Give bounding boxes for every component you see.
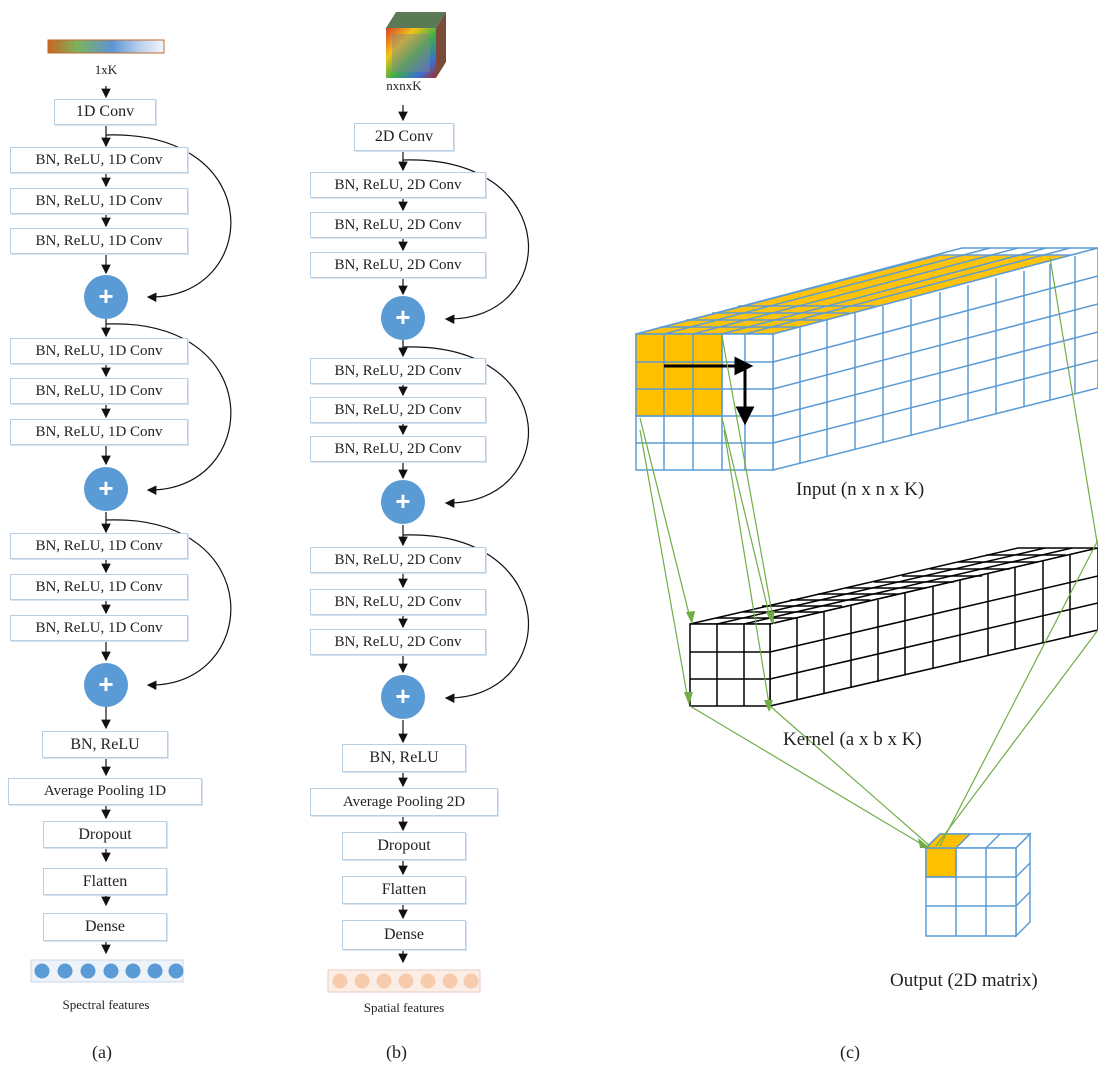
panel-c-label: (c) bbox=[840, 1042, 860, 1062]
conv-block-box: BN, ReLU, 1D Conv bbox=[10, 574, 188, 600]
slide-direction-arrows bbox=[664, 356, 755, 426]
spatial-features-label: Spatial features bbox=[363, 1000, 445, 1015]
input-cuboid bbox=[635, 247, 1098, 471]
plus-icon: + bbox=[395, 681, 411, 711]
input-caption: Input (n x n x K) bbox=[796, 479, 925, 500]
conv-block-box: BN, ReLU, 2D Conv bbox=[310, 589, 486, 615]
conv-block-box: BN, ReLU, 1D Conv bbox=[10, 188, 188, 214]
conv-block-box: BN, ReLU, 1D Conv bbox=[10, 378, 188, 404]
add-node bbox=[381, 675, 425, 719]
panel-a-add-nodes bbox=[84, 275, 128, 707]
conv-block-box: BN, ReLU, 1D Conv bbox=[10, 533, 188, 559]
input-dimension-label: nxnxK bbox=[386, 78, 422, 93]
panel-b-add-nodes bbox=[381, 296, 425, 719]
conv-block-box: BN, ReLU, 2D Conv bbox=[310, 358, 486, 384]
pooling-box: Average Pooling 1D bbox=[8, 778, 202, 805]
spectral-features-vector bbox=[30, 959, 184, 983]
first-conv-box: 1D Conv bbox=[54, 99, 156, 125]
conv-block-box: BN, ReLU, 2D Conv bbox=[310, 212, 486, 238]
add-node bbox=[84, 663, 128, 707]
panel-a-label: (a) bbox=[92, 1042, 112, 1062]
plus-icon: + bbox=[395, 302, 411, 332]
conv-block-box: BN, ReLU, 1D Conv bbox=[10, 147, 188, 173]
dropout-box: Dropout bbox=[342, 832, 466, 860]
pooling-box: Average Pooling 2D bbox=[310, 788, 498, 816]
first-conv-box: 2D Conv bbox=[354, 123, 454, 151]
plus-icon: + bbox=[98, 669, 114, 699]
spectrum-input-icon bbox=[47, 39, 165, 54]
kernel-caption: Kernel (a x b x K) bbox=[783, 729, 922, 750]
input-dimension-label: 1xK bbox=[94, 62, 118, 77]
conv-block-box: BN, ReLU, 1D Conv bbox=[10, 615, 188, 641]
projection-arrowheads bbox=[684, 611, 930, 848]
flatten-box: Flatten bbox=[43, 868, 167, 895]
add-node bbox=[381, 296, 425, 340]
plus-icon: + bbox=[98, 473, 114, 503]
conv-block-box: BN, ReLU, 2D Conv bbox=[310, 252, 486, 278]
add-node bbox=[381, 480, 425, 524]
plus-icon: + bbox=[395, 486, 411, 516]
panel-a-skip-connections bbox=[105, 134, 232, 691]
hsi-cube-icon bbox=[386, 12, 446, 78]
spectral-features-label: Spectral features bbox=[62, 997, 150, 1012]
bn-relu-box: BN, ReLU bbox=[342, 744, 466, 772]
conv-block-box: BN, ReLU, 2D Conv bbox=[310, 629, 486, 655]
conv-block-box: BN, ReLU, 2D Conv bbox=[310, 397, 486, 423]
plus-icon: + bbox=[98, 281, 114, 311]
output-cube bbox=[924, 832, 1032, 938]
conv-block-box: BN, ReLU, 2D Conv bbox=[310, 547, 486, 573]
add-node bbox=[84, 467, 128, 511]
add-node bbox=[84, 275, 128, 319]
conv-block-box: BN, ReLU, 2D Conv bbox=[310, 436, 486, 462]
conv-block-box: BN, ReLU, 1D Conv bbox=[10, 338, 188, 364]
flatten-box: Flatten bbox=[342, 876, 466, 904]
conv-block-box: BN, ReLU, 2D Conv bbox=[310, 172, 486, 198]
projection-lines bbox=[639, 257, 1098, 849]
panel-b-label: (b) bbox=[386, 1042, 407, 1062]
dense-box: Dense bbox=[342, 920, 466, 950]
panel-b-skip-connections bbox=[402, 159, 530, 703]
kernel-cuboid bbox=[689, 547, 1098, 707]
conv-block-box: BN, ReLU, 1D Conv bbox=[10, 419, 188, 445]
dense-box: Dense bbox=[43, 913, 167, 941]
output-caption: Output (2D matrix) bbox=[890, 970, 1038, 991]
spatial-features-vector bbox=[327, 969, 481, 993]
bn-relu-box: BN, ReLU bbox=[42, 731, 168, 758]
dropout-box: Dropout bbox=[43, 821, 167, 848]
conv-block-box: BN, ReLU, 1D Conv bbox=[10, 228, 188, 254]
